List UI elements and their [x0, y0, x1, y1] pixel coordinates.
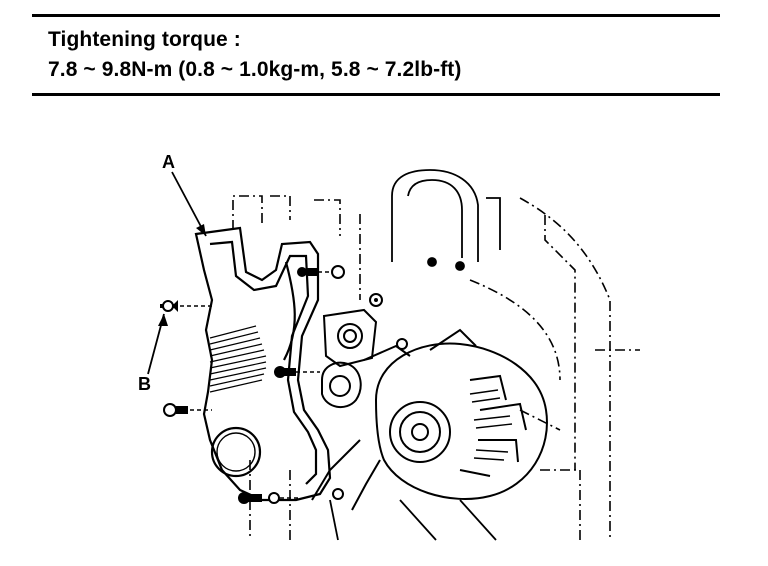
crankshaft-seal — [210, 426, 262, 478]
drive-belt — [329, 499, 497, 541]
upper-pulley — [391, 169, 501, 271]
timing-belt-cover — [194, 226, 332, 502]
bolt-cover-bottom — [238, 492, 300, 504]
water-pump-housing — [321, 308, 411, 409]
bolt-cover-middle — [274, 366, 320, 378]
cover-rib-hatch — [209, 325, 267, 393]
torque-heading: Tightening torque : — [48, 28, 241, 51]
callout-a: A — [162, 152, 207, 237]
bolt-b-upper — [160, 300, 214, 312]
bolt-pump-upper — [369, 293, 383, 307]
torque-value: 7.8 ~ 9.8N-m (0.8 ~ 1.0kg-m, 5.8 ~ 7.2lb… — [48, 58, 462, 81]
bolt-pump-lower — [396, 338, 408, 350]
bolt-cover-top — [297, 265, 345, 279]
callout-b-label: B — [138, 374, 151, 394]
alternator — [311, 328, 548, 511]
bottom-rule — [32, 93, 720, 96]
top-rule — [32, 14, 720, 17]
bolt-b-lower — [163, 403, 212, 417]
alternator-slots — [469, 389, 513, 461]
bolt-bottom-right — [332, 488, 344, 500]
torque-spec-box: Tightening torque : 7.8 ~ 9.8N-m (0.8 ~ … — [32, 14, 720, 96]
callout-b: B — [138, 313, 168, 394]
callout-a-label: A — [162, 152, 175, 172]
